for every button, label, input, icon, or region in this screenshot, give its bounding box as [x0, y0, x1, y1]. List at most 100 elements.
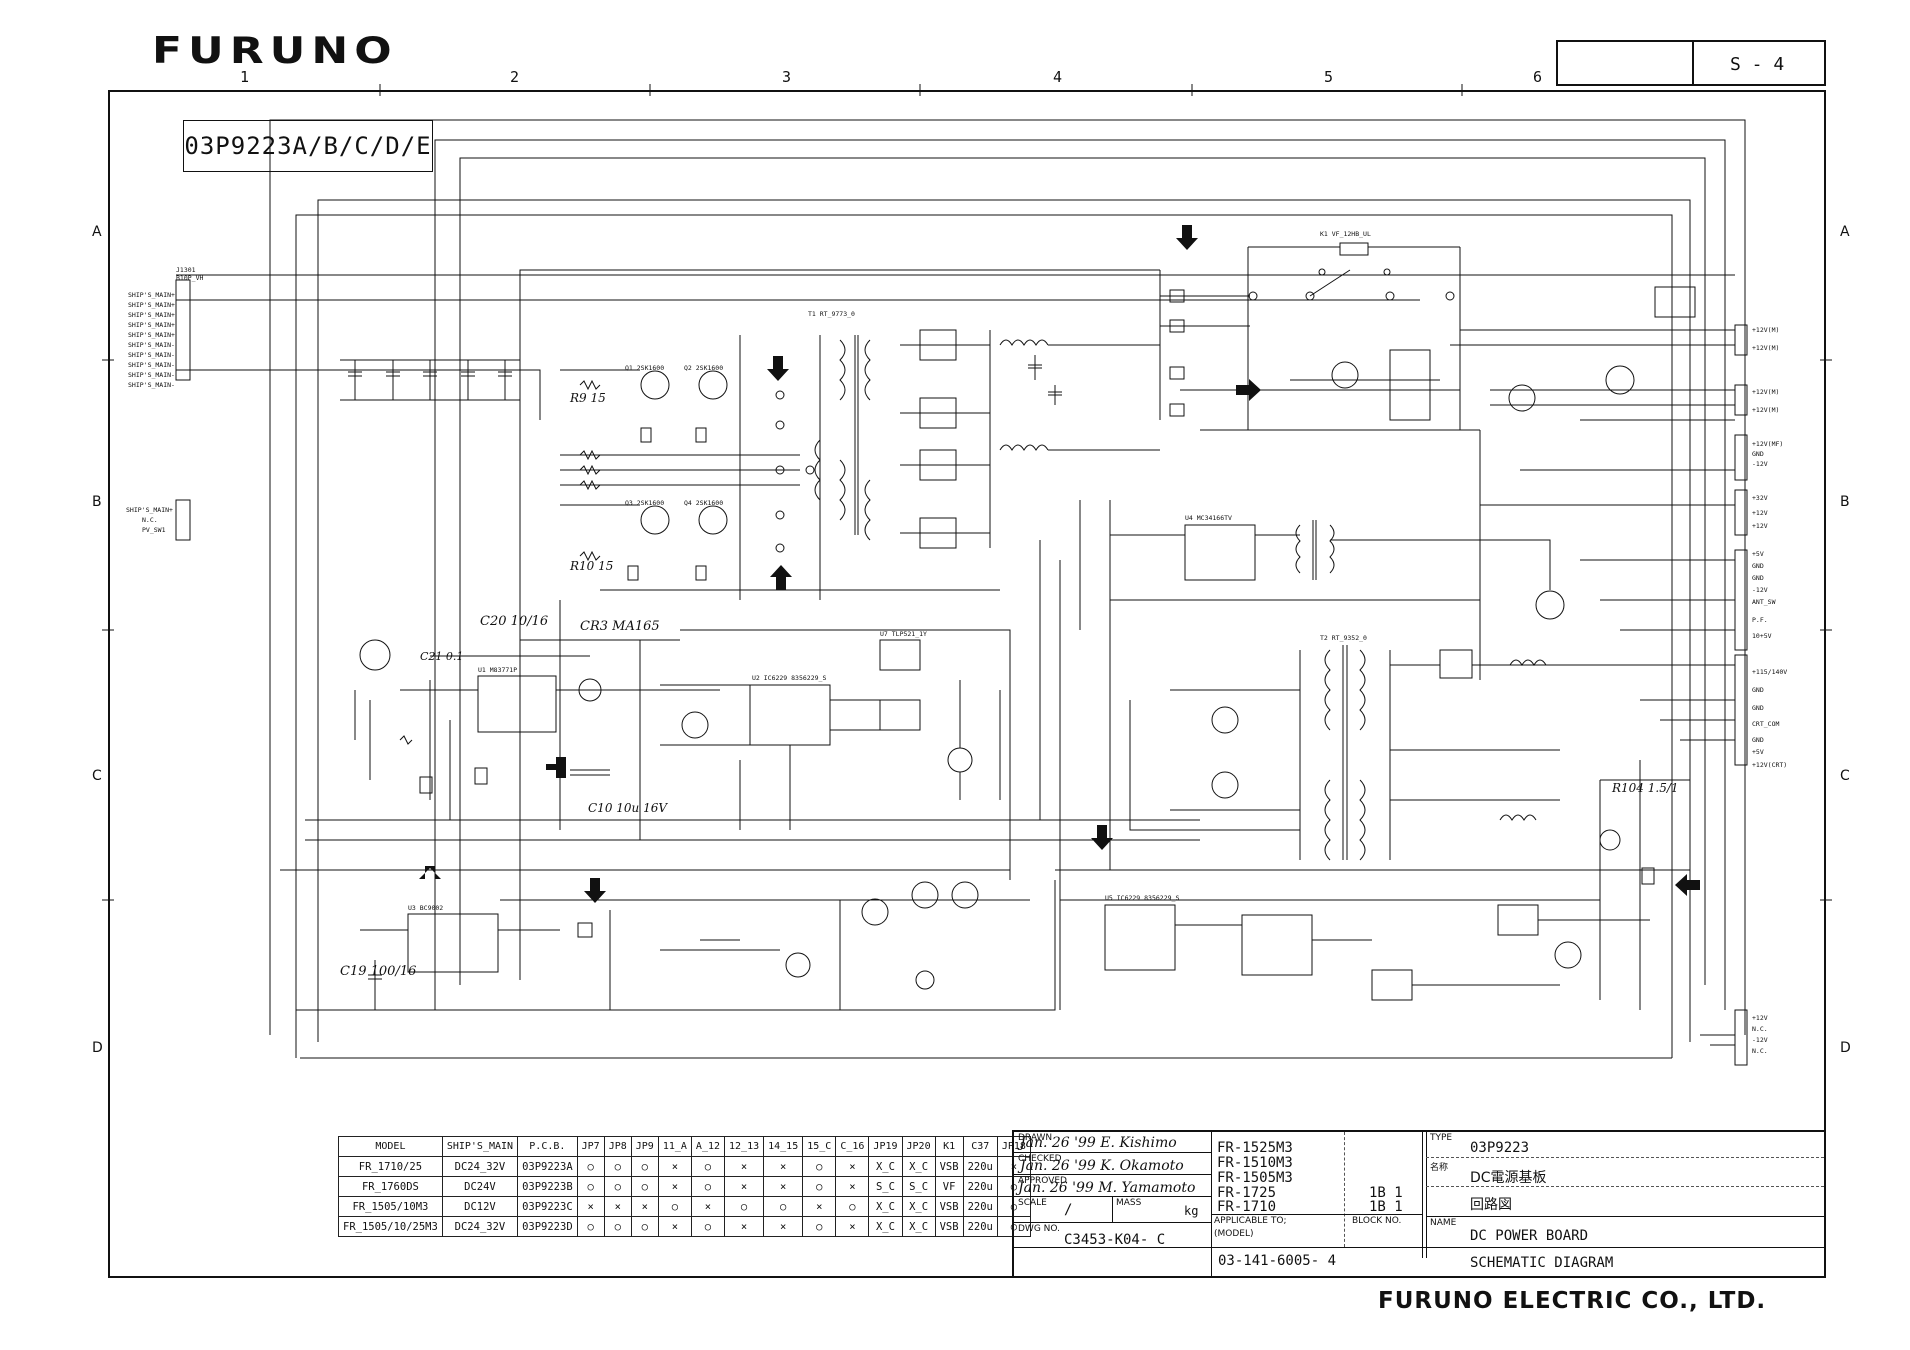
- table-cell: VSB: [934, 1216, 964, 1237]
- table-cell: VSB: [934, 1156, 964, 1177]
- table-header: A_12: [690, 1136, 726, 1157]
- name-jp2-value: 回路図: [1470, 1197, 1512, 1213]
- name-value-2: SCHEMATIC DIAGRAM: [1470, 1255, 1614, 1271]
- table-header: 14_15: [763, 1136, 804, 1157]
- table-cell: ○: [576, 1216, 605, 1237]
- output-label: GND: [1752, 574, 1764, 582]
- table-header: C37: [962, 1136, 998, 1157]
- output-label: CRT_COM: [1752, 720, 1779, 728]
- table-cell: X_C: [901, 1156, 936, 1177]
- table-cell: 03P9223D: [517, 1216, 578, 1237]
- model-block: 1B 1: [1369, 1185, 1403, 1201]
- type-value: 03P9223: [1470, 1140, 1530, 1156]
- approved-signature: Jan. 26 '99 M. Yamamoto: [1018, 1180, 1196, 1196]
- table-header: JP19: [868, 1136, 903, 1157]
- mass-unit: kg: [1184, 1204, 1199, 1218]
- hand-r104: R104 1.5/1: [1611, 781, 1679, 795]
- label-j1301: J1301: [176, 266, 196, 274]
- name-jp-label: 名称: [1430, 1163, 1449, 1173]
- scale-label: SCALE: [1018, 1198, 1047, 1208]
- table-cell: ×: [657, 1176, 692, 1197]
- table-cell: ○: [576, 1156, 605, 1177]
- drawn-label: DRAWN: [1018, 1133, 1053, 1143]
- table-cell: FR_1710/25: [338, 1156, 443, 1177]
- table-cell: X_C: [868, 1156, 903, 1177]
- table-cell: S_C: [868, 1176, 903, 1197]
- table-header: SHIP'S_MAIN: [441, 1136, 519, 1157]
- label-j1301-type: B10P_VH: [176, 274, 203, 282]
- table-cell: X_C: [901, 1216, 936, 1237]
- model-block: 1B 1: [1369, 1199, 1403, 1215]
- row-label: C: [1840, 768, 1850, 784]
- drawn-signature: Jan. 26 '99 E. Kishimo: [1020, 1135, 1177, 1151]
- output-label: ANT_SW: [1752, 598, 1776, 606]
- label-q4: Q4 2SK1600: [684, 499, 723, 507]
- table-cell: ×: [724, 1176, 765, 1197]
- table-cell: 03P9223A: [517, 1156, 578, 1177]
- label-u4: U4 MC34166TV: [1185, 514, 1232, 522]
- label-u2: U2 IC6229 8356229_S: [752, 674, 826, 682]
- table-cell: ○: [802, 1176, 837, 1197]
- label-k1: K1 VF_12HB_UL: [1320, 230, 1371, 238]
- column-label: 3: [782, 68, 792, 86]
- output-label: -12V: [1752, 586, 1768, 594]
- output-label: +115/140V: [1752, 668, 1787, 676]
- label-q2: Q2 2SK1600: [684, 364, 723, 372]
- table-cell: ○: [630, 1176, 659, 1197]
- table-cell: DC24_32V: [441, 1216, 519, 1237]
- output-label: GND: [1752, 562, 1764, 570]
- applicable-label: APPLICABLE TO;: [1214, 1216, 1287, 1226]
- table-cell: ○: [802, 1216, 837, 1237]
- table-cell: 220u: [962, 1156, 998, 1177]
- model-name: FR-1710: [1217, 1199, 1277, 1215]
- column-label: 6: [1533, 68, 1543, 86]
- output-label: +5V: [1752, 748, 1764, 756]
- table-cell: X_C: [901, 1196, 936, 1217]
- column-label: 1: [240, 68, 250, 86]
- pin-label: SHIP'S_MAIN+: [128, 291, 175, 299]
- output-label: GND: [1752, 704, 1764, 712]
- table-cell: ×: [763, 1176, 804, 1197]
- table-header: 11_A: [657, 1136, 692, 1157]
- pin-label: SHIP'S_MAIN-: [128, 341, 175, 349]
- table-cell: X_C: [868, 1196, 903, 1217]
- label-u3: U3 BC9002: [408, 904, 443, 912]
- output-label: GND: [1752, 686, 1764, 694]
- row-label: C: [92, 768, 102, 784]
- output-label: -12V: [1752, 1036, 1768, 1044]
- table-cell: 220u: [962, 1176, 998, 1197]
- scale-value: /: [1064, 1202, 1073, 1218]
- table-header: MODEL: [338, 1136, 443, 1157]
- hand-c19: C19 100/16: [340, 964, 416, 979]
- table-header: 15_C: [802, 1136, 837, 1157]
- table-header: JP9: [630, 1136, 659, 1157]
- row-label: B: [92, 494, 102, 510]
- hand-r9: R9 15: [569, 391, 606, 405]
- table-cell: ×: [763, 1216, 804, 1237]
- table-header: JP8: [603, 1136, 632, 1157]
- table-cell: 03P9223C: [517, 1196, 578, 1217]
- approved-label: APPROVED: [1018, 1176, 1067, 1186]
- output-label: +12V(M): [1752, 388, 1779, 396]
- part-number: 03-141-6005- 4: [1218, 1253, 1337, 1269]
- table-cell: ○: [630, 1216, 659, 1237]
- model-name: FR-1725: [1217, 1185, 1277, 1201]
- applicable-sub: (MODEL): [1214, 1229, 1254, 1239]
- label-t1: T1 RT_9773_0: [808, 310, 855, 318]
- table-cell: FR_1505/10/25M3: [338, 1216, 443, 1237]
- dwg-no: C3453-K04- C: [1064, 1232, 1166, 1248]
- pin-label: PV_SW1: [142, 526, 166, 534]
- table-cell: 220u: [962, 1216, 998, 1237]
- label-q3: Q3 2SK1600: [625, 499, 664, 507]
- table-header: K1: [934, 1136, 964, 1157]
- table-cell: ○: [576, 1176, 605, 1197]
- output-label: +12V(M): [1752, 344, 1779, 352]
- table-cell: ×: [835, 1176, 870, 1197]
- table-cell: ○: [802, 1156, 837, 1177]
- output-label: +12V(MF): [1752, 440, 1783, 448]
- output-label: 10+5V: [1752, 632, 1772, 640]
